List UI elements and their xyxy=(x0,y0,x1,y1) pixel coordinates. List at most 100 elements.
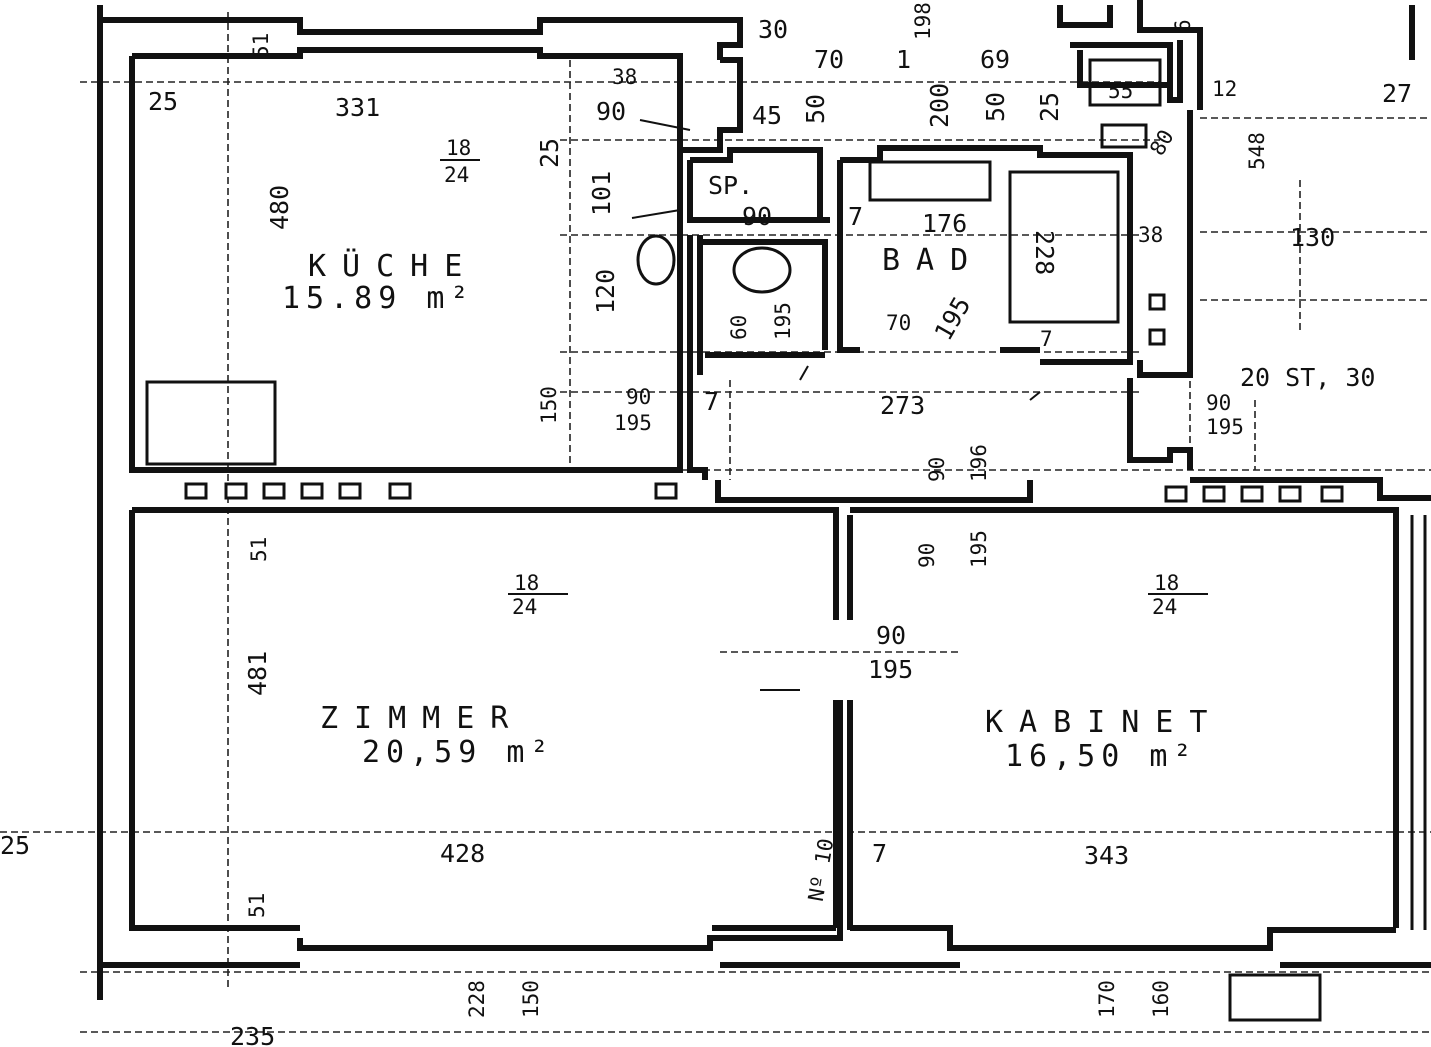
zimmer-area: 20,59 m² xyxy=(362,735,555,770)
vent-k3 xyxy=(262,482,286,500)
room-labels: KÜCHE 15.89 m² BAD SP. ZIMMER 20,59 m² K… xyxy=(282,171,1207,774)
dim-hall-90: 90 xyxy=(626,385,651,409)
dim-kabinet-width: 343 xyxy=(1084,841,1129,870)
dim-top-198: 198 xyxy=(911,2,935,40)
dim-kabinet-stair-num: 18 xyxy=(1154,571,1179,595)
kueche-area: 15.89 m² xyxy=(282,281,475,316)
dim-sp-90: 90 xyxy=(742,202,772,231)
toilet-bowl xyxy=(732,246,792,294)
arrow-4 xyxy=(799,365,809,381)
dim-zimmer-stair-den: 24 xyxy=(512,595,537,619)
zimmer-name: ZIMMER xyxy=(320,701,524,736)
dim-hall-196: 196 xyxy=(967,444,991,482)
dim-bottom-150: 150 xyxy=(519,980,543,1018)
dim-bath-228: 228 xyxy=(1030,230,1059,275)
dim-zimmer-481: 481 xyxy=(243,651,272,696)
walls xyxy=(97,0,1431,1000)
dim-mid-90: 90 xyxy=(876,621,906,650)
dim-door-195: 195 xyxy=(967,530,991,568)
kabinet-area: 16,50 m² xyxy=(1005,739,1198,774)
vent-k6 xyxy=(388,482,412,500)
sp-name: SP. xyxy=(708,171,753,200)
dim-mid-195: 195 xyxy=(868,655,913,684)
shaft-box xyxy=(1100,123,1148,149)
vent-1 xyxy=(1148,293,1166,311)
dim-top-200: 200 xyxy=(925,83,954,128)
dim-bath-195: 195 xyxy=(929,292,977,346)
dim-door-90: 90 xyxy=(915,543,939,568)
wall-vents xyxy=(184,482,1344,503)
dim-zimmer-stair-num: 18 xyxy=(514,571,539,595)
dim-wc-60: 60 xyxy=(727,315,751,340)
dim-bottom-170: 170 xyxy=(1095,980,1119,1018)
dim-kitchen-height: 480 xyxy=(265,185,294,230)
dim-top-45: 45 xyxy=(752,101,782,130)
dim-top-6: 6 xyxy=(1171,19,1195,32)
dim-kitchen-stair-num: 18 xyxy=(446,136,471,160)
dim-top-50b: 50 xyxy=(981,92,1010,122)
kueche-name: KÜCHE xyxy=(308,248,478,284)
kitchen-counter xyxy=(145,380,277,466)
vent-r2 xyxy=(1202,485,1226,503)
dim-kabinet-stair-den: 24 xyxy=(1152,595,1177,619)
dim-top-38: 38 xyxy=(612,65,637,89)
vent-r4 xyxy=(1278,485,1302,503)
hall-door-swing xyxy=(636,234,676,286)
vent-r1 xyxy=(1164,485,1188,503)
dim-zimmer-width: 428 xyxy=(440,839,485,868)
dim-hall-90c: 90 xyxy=(925,457,949,482)
dim-hall-7: 7 xyxy=(704,387,719,416)
dim-bottom-235: 235 xyxy=(230,1022,275,1047)
vent-r5 xyxy=(1320,485,1344,503)
dim-hall-90b: 90 xyxy=(1206,391,1231,415)
vent-k5 xyxy=(338,482,362,500)
dim-stairs-text: 20 ST, 30 xyxy=(1240,363,1375,392)
arrow-5 xyxy=(1029,391,1041,401)
dim-top-80: 80 xyxy=(1145,126,1178,160)
chimney-box xyxy=(1088,58,1162,107)
dim-bottom-160: 160 xyxy=(1149,980,1173,1018)
dim-top-69: 69 xyxy=(980,45,1010,74)
dim-top-90: 90 xyxy=(596,97,626,126)
dim-hall-195b: 195 xyxy=(1206,415,1244,439)
dim-zimmer-bottom-51: 51 xyxy=(245,893,269,918)
dim-top-55: 55 xyxy=(1108,79,1133,103)
dim-hall-120: 120 xyxy=(591,269,620,314)
dim-kitchen-25: 25 xyxy=(535,138,564,168)
dim-kitchen-width: 331 xyxy=(335,93,380,122)
dim-kitchen-left: 25 xyxy=(148,87,178,116)
dim-bottom-228: 228 xyxy=(465,980,489,1018)
dim-wc-195: 195 xyxy=(771,302,795,340)
dim-top-50a: 50 xyxy=(801,94,830,124)
vent-k2 xyxy=(224,482,248,500)
dim-bath-38: 38 xyxy=(1138,223,1163,247)
dim-bath-7: 7 xyxy=(1040,327,1053,351)
arrows xyxy=(631,119,1041,691)
bad-name: BAD xyxy=(882,243,984,278)
dim-kitchen-stair-den: 24 xyxy=(444,163,469,187)
dim-sp-101: 101 xyxy=(587,171,616,216)
dim-zimmer-51: 51 xyxy=(247,537,271,562)
dim-right-130: 130 xyxy=(1290,223,1335,252)
dim-bath-70: 70 xyxy=(886,311,911,335)
dim-top-25: 25 xyxy=(1035,92,1064,122)
dim-top-30: 30 xyxy=(758,15,788,44)
dim-hall-273: 273 xyxy=(880,391,925,420)
bottom-step xyxy=(1228,973,1322,1022)
vent-k1 xyxy=(184,482,208,500)
dim-right-548: 548 xyxy=(1245,132,1269,170)
dim-top-12: 12 xyxy=(1212,77,1237,101)
dim-top-51: 51 xyxy=(249,33,273,58)
dim-bath-176: 176 xyxy=(922,209,967,238)
dim-top-27: 27 xyxy=(1382,79,1412,108)
dim-left-25: 25 xyxy=(0,831,30,860)
vent-k7 xyxy=(654,482,678,500)
dim-top-1: 1 xyxy=(896,45,911,74)
arrow-1 xyxy=(639,119,691,131)
dim-top-70: 70 xyxy=(814,45,844,74)
bathtub xyxy=(1008,170,1120,324)
fixtures xyxy=(145,58,1322,1022)
vent-k4 xyxy=(300,482,324,500)
